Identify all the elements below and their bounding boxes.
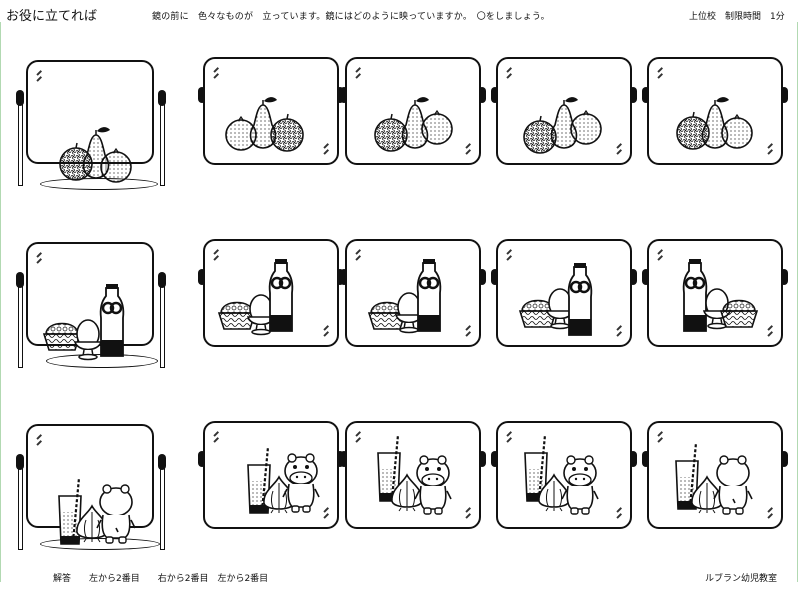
fruits-illustration (59, 126, 132, 183)
choice-fruits-3[interactable] (491, 57, 637, 165)
mirror-scene-hippo (16, 422, 176, 552)
choice-hippo-1[interactable] (198, 421, 344, 529)
choice-hippo-2[interactable] (340, 421, 486, 529)
choice-drinks-4[interactable] (642, 239, 788, 347)
choice-fruits-2[interactable] (340, 57, 486, 165)
choice-drinks-2[interactable] (340, 239, 486, 347)
brand-name: ルブラン幼児教室 (705, 574, 778, 584)
choice-drinks-1[interactable] (198, 239, 344, 347)
choice-drinks-3[interactable] (491, 239, 637, 347)
choice-hippo-3[interactable] (491, 421, 637, 529)
page-title: お役に立てれば (6, 9, 98, 24)
answer-key: 解答 左から2番目 右から2番目 左から2番目 (53, 574, 269, 584)
left-margin-line (0, 22, 1, 582)
drinks-illustration (43, 282, 125, 361)
level-and-time-limit: 上位校 制限時間 1分 (689, 12, 785, 22)
choice-fruits-1[interactable] (198, 57, 344, 165)
choice-fruits-4[interactable] (642, 57, 788, 165)
mirror-scene-drinks (16, 240, 176, 370)
choice-hippo-4[interactable] (642, 421, 788, 529)
hippo-illustration (57, 476, 136, 546)
mirror-scene-fruits (16, 58, 176, 190)
instruction-text: 鏡の前に 色々なものが 立っています。鏡にはどのように映っていますか。 〇をしま… (152, 12, 550, 22)
